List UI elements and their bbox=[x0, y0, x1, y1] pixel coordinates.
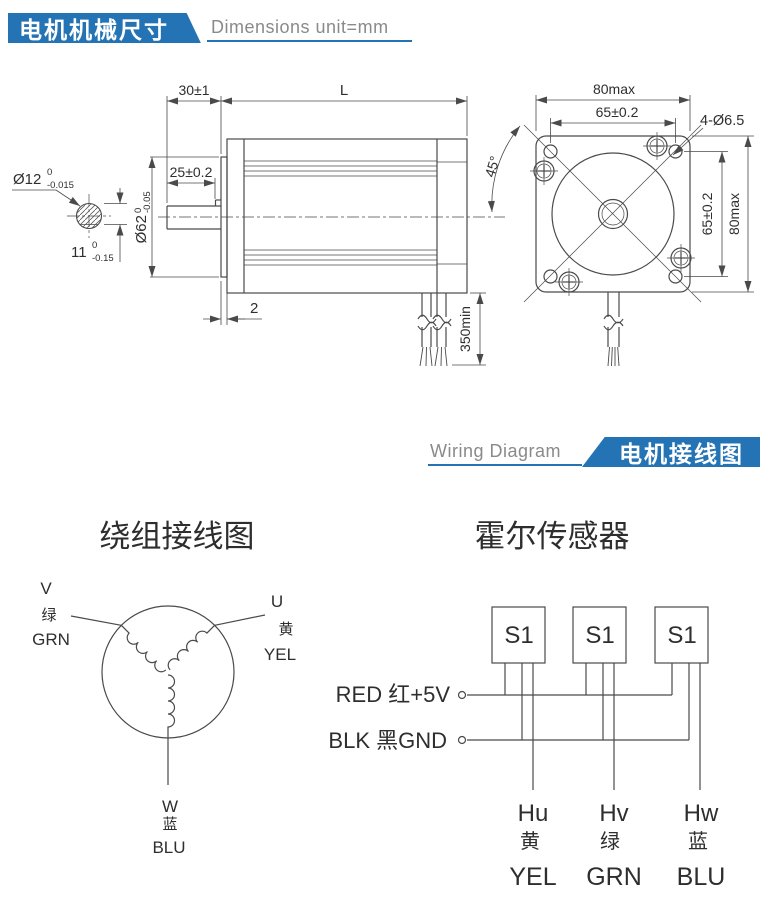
svg-text:黄: 黄 bbox=[520, 830, 540, 853]
svg-text:绿: 绿 bbox=[41, 607, 56, 624]
svg-text:GRN: GRN bbox=[586, 863, 642, 891]
svg-text:Hu: Hu bbox=[518, 800, 549, 827]
dim-plate-thickness: 2 bbox=[203, 281, 262, 325]
hall-sensor-diagram: 霍尔传感器 S1 S1 S1 RED 红+5V BLK 黑GND Hu 黄 YE… bbox=[328, 519, 725, 891]
cooling-fins bbox=[244, 160, 467, 266]
dim-flange-height: 80max bbox=[692, 135, 754, 293]
svg-text:350min: 350min bbox=[457, 306, 473, 352]
body-circle bbox=[551, 152, 675, 276]
assembly-screws bbox=[530, 132, 695, 296]
shaft-boss-circle bbox=[597, 198, 629, 230]
svg-text:蓝: 蓝 bbox=[688, 830, 708, 853]
svg-text:YEL: YEL bbox=[264, 645, 296, 664]
svg-text:80max: 80max bbox=[726, 193, 742, 235]
divider-line bbox=[207, 40, 412, 42]
terminal-V-labels: V 绿 GRN bbox=[32, 579, 70, 649]
svg-text:Hw: Hw bbox=[684, 800, 719, 827]
shaft-circle bbox=[601, 202, 625, 226]
flange-outline bbox=[535, 135, 691, 293]
hall-output-Hu-labels: Hu 黄 YEL bbox=[509, 800, 556, 891]
svg-text:Ø62: Ø62 bbox=[133, 215, 150, 243]
svg-text:W: W bbox=[162, 797, 178, 816]
hall-output-Hw-labels: Hw 蓝 BLU bbox=[677, 800, 726, 891]
svg-text:-0.015: -0.015 bbox=[47, 180, 74, 191]
power-label: RED 红+5V bbox=[336, 682, 451, 707]
svg-text:0: 0 bbox=[92, 240, 97, 251]
winding-title: 绕组接线图 bbox=[100, 519, 255, 554]
dim-text-30: 30±1 bbox=[178, 82, 209, 98]
dim-text-25: 25±0.2 bbox=[170, 164, 213, 180]
section-banner-mechanical: 电机机械尺寸 bbox=[8, 13, 201, 43]
svg-text:黄: 黄 bbox=[278, 621, 293, 638]
hall-sensor-boxes: S1 S1 S1 bbox=[491, 606, 709, 664]
front-cable bbox=[603, 292, 624, 367]
sensor-label: S1 bbox=[585, 622, 614, 649]
winding-leads bbox=[70, 614, 266, 785]
svg-text:-0.15: -0.15 bbox=[92, 253, 114, 264]
dim-hole-spacing-horizontal: 65±0.2 bbox=[550, 104, 676, 143]
svg-text:YEL: YEL bbox=[509, 863, 556, 891]
dim-body-length: L bbox=[221, 82, 468, 136]
dim-text-2: 2 bbox=[250, 300, 258, 317]
dim-pilot-diameter: Ø62 0 -0.05 bbox=[133, 156, 219, 278]
sensor-label: S1 bbox=[667, 622, 696, 649]
dim-shaft-flat-length: 25±0.2 bbox=[167, 164, 216, 199]
wiring-diagram-caption: Wiring Diagram bbox=[430, 441, 562, 461]
svg-text:U: U bbox=[271, 592, 283, 611]
shaft-section-detail bbox=[67, 194, 111, 238]
svg-text:4-Ø6.5: 4-Ø6.5 bbox=[700, 113, 744, 129]
dim-shaft-diameter: Ø12 0 -0.015 bbox=[12, 167, 81, 207]
divider-line bbox=[428, 464, 582, 466]
motor-front-view: 80max 65±0.2 4-Ø6.5 65±0.2 bbox=[523, 81, 754, 367]
svg-text:BLU: BLU bbox=[677, 863, 726, 891]
hall-wiring bbox=[457, 663, 701, 790]
dim-shaft-flat-height: 11 0 -0.15 bbox=[71, 188, 127, 264]
motor-side-view: 30±1 L 25±0.2 Ø12 0 -0.015 11 bbox=[12, 82, 521, 367]
diagonal-line bbox=[523, 124, 702, 303]
mechanical-banner-label: 电机机械尺寸 bbox=[19, 17, 169, 43]
svg-text:11: 11 bbox=[71, 244, 87, 261]
svg-text:45°: 45° bbox=[481, 154, 502, 179]
sensor-label: S1 bbox=[504, 622, 533, 649]
dim-shaft-extension: 30±1 bbox=[166, 82, 222, 203]
svg-text:0: 0 bbox=[133, 208, 144, 213]
dim-mount-hole-angle: 45° bbox=[481, 125, 521, 213]
dim-hole-spacing-vertical: 65±0.2 bbox=[684, 151, 728, 277]
ground-label: BLK 黑GND bbox=[328, 728, 447, 753]
dim-mounting-holes: 4-Ø6.5 bbox=[672, 113, 744, 156]
dim-text-L: L bbox=[340, 82, 348, 99]
svg-text:Hv: Hv bbox=[599, 800, 628, 827]
svg-text:Ø12: Ø12 bbox=[13, 171, 41, 188]
svg-text:V: V bbox=[40, 579, 52, 598]
svg-text:-0.05: -0.05 bbox=[142, 191, 153, 213]
svg-text:BLU: BLU bbox=[152, 838, 185, 857]
motor-shaft bbox=[166, 199, 221, 230]
svg-text:绿: 绿 bbox=[600, 830, 620, 853]
dimensions-unit-caption: Dimensions unit=mm bbox=[211, 17, 389, 37]
terminal-U-labels: U 黄 YEL bbox=[264, 592, 296, 664]
motor-body bbox=[226, 138, 468, 294]
svg-text:GRN: GRN bbox=[32, 630, 70, 649]
terminal-W-labels: W 蓝 BLU bbox=[152, 797, 185, 857]
power-terminal bbox=[457, 690, 467, 700]
motor-cables bbox=[417, 293, 452, 367]
wiring-banner-label: 电机接线图 bbox=[619, 441, 744, 467]
svg-text:65±0.2: 65±0.2 bbox=[699, 192, 715, 235]
hall-output-Hv-labels: Hv 绿 GRN bbox=[586, 800, 642, 891]
dim-flange-width: 80max bbox=[535, 81, 691, 131]
svg-text:0: 0 bbox=[47, 167, 52, 178]
dim-cable-length: 350min bbox=[452, 292, 486, 366]
section-banner-wiring: 电机接线图 bbox=[582, 437, 760, 467]
hall-title: 霍尔传感器 bbox=[475, 519, 630, 554]
svg-text:65±0.2: 65±0.2 bbox=[596, 104, 639, 120]
winding-diagram: 绕组接线图 V 绿 GRN U 黄 YEL bbox=[32, 519, 296, 857]
svg-text:80max: 80max bbox=[593, 81, 635, 97]
ground-terminal bbox=[457, 735, 467, 745]
svg-text:蓝: 蓝 bbox=[162, 816, 177, 833]
winding-coils bbox=[120, 624, 216, 738]
